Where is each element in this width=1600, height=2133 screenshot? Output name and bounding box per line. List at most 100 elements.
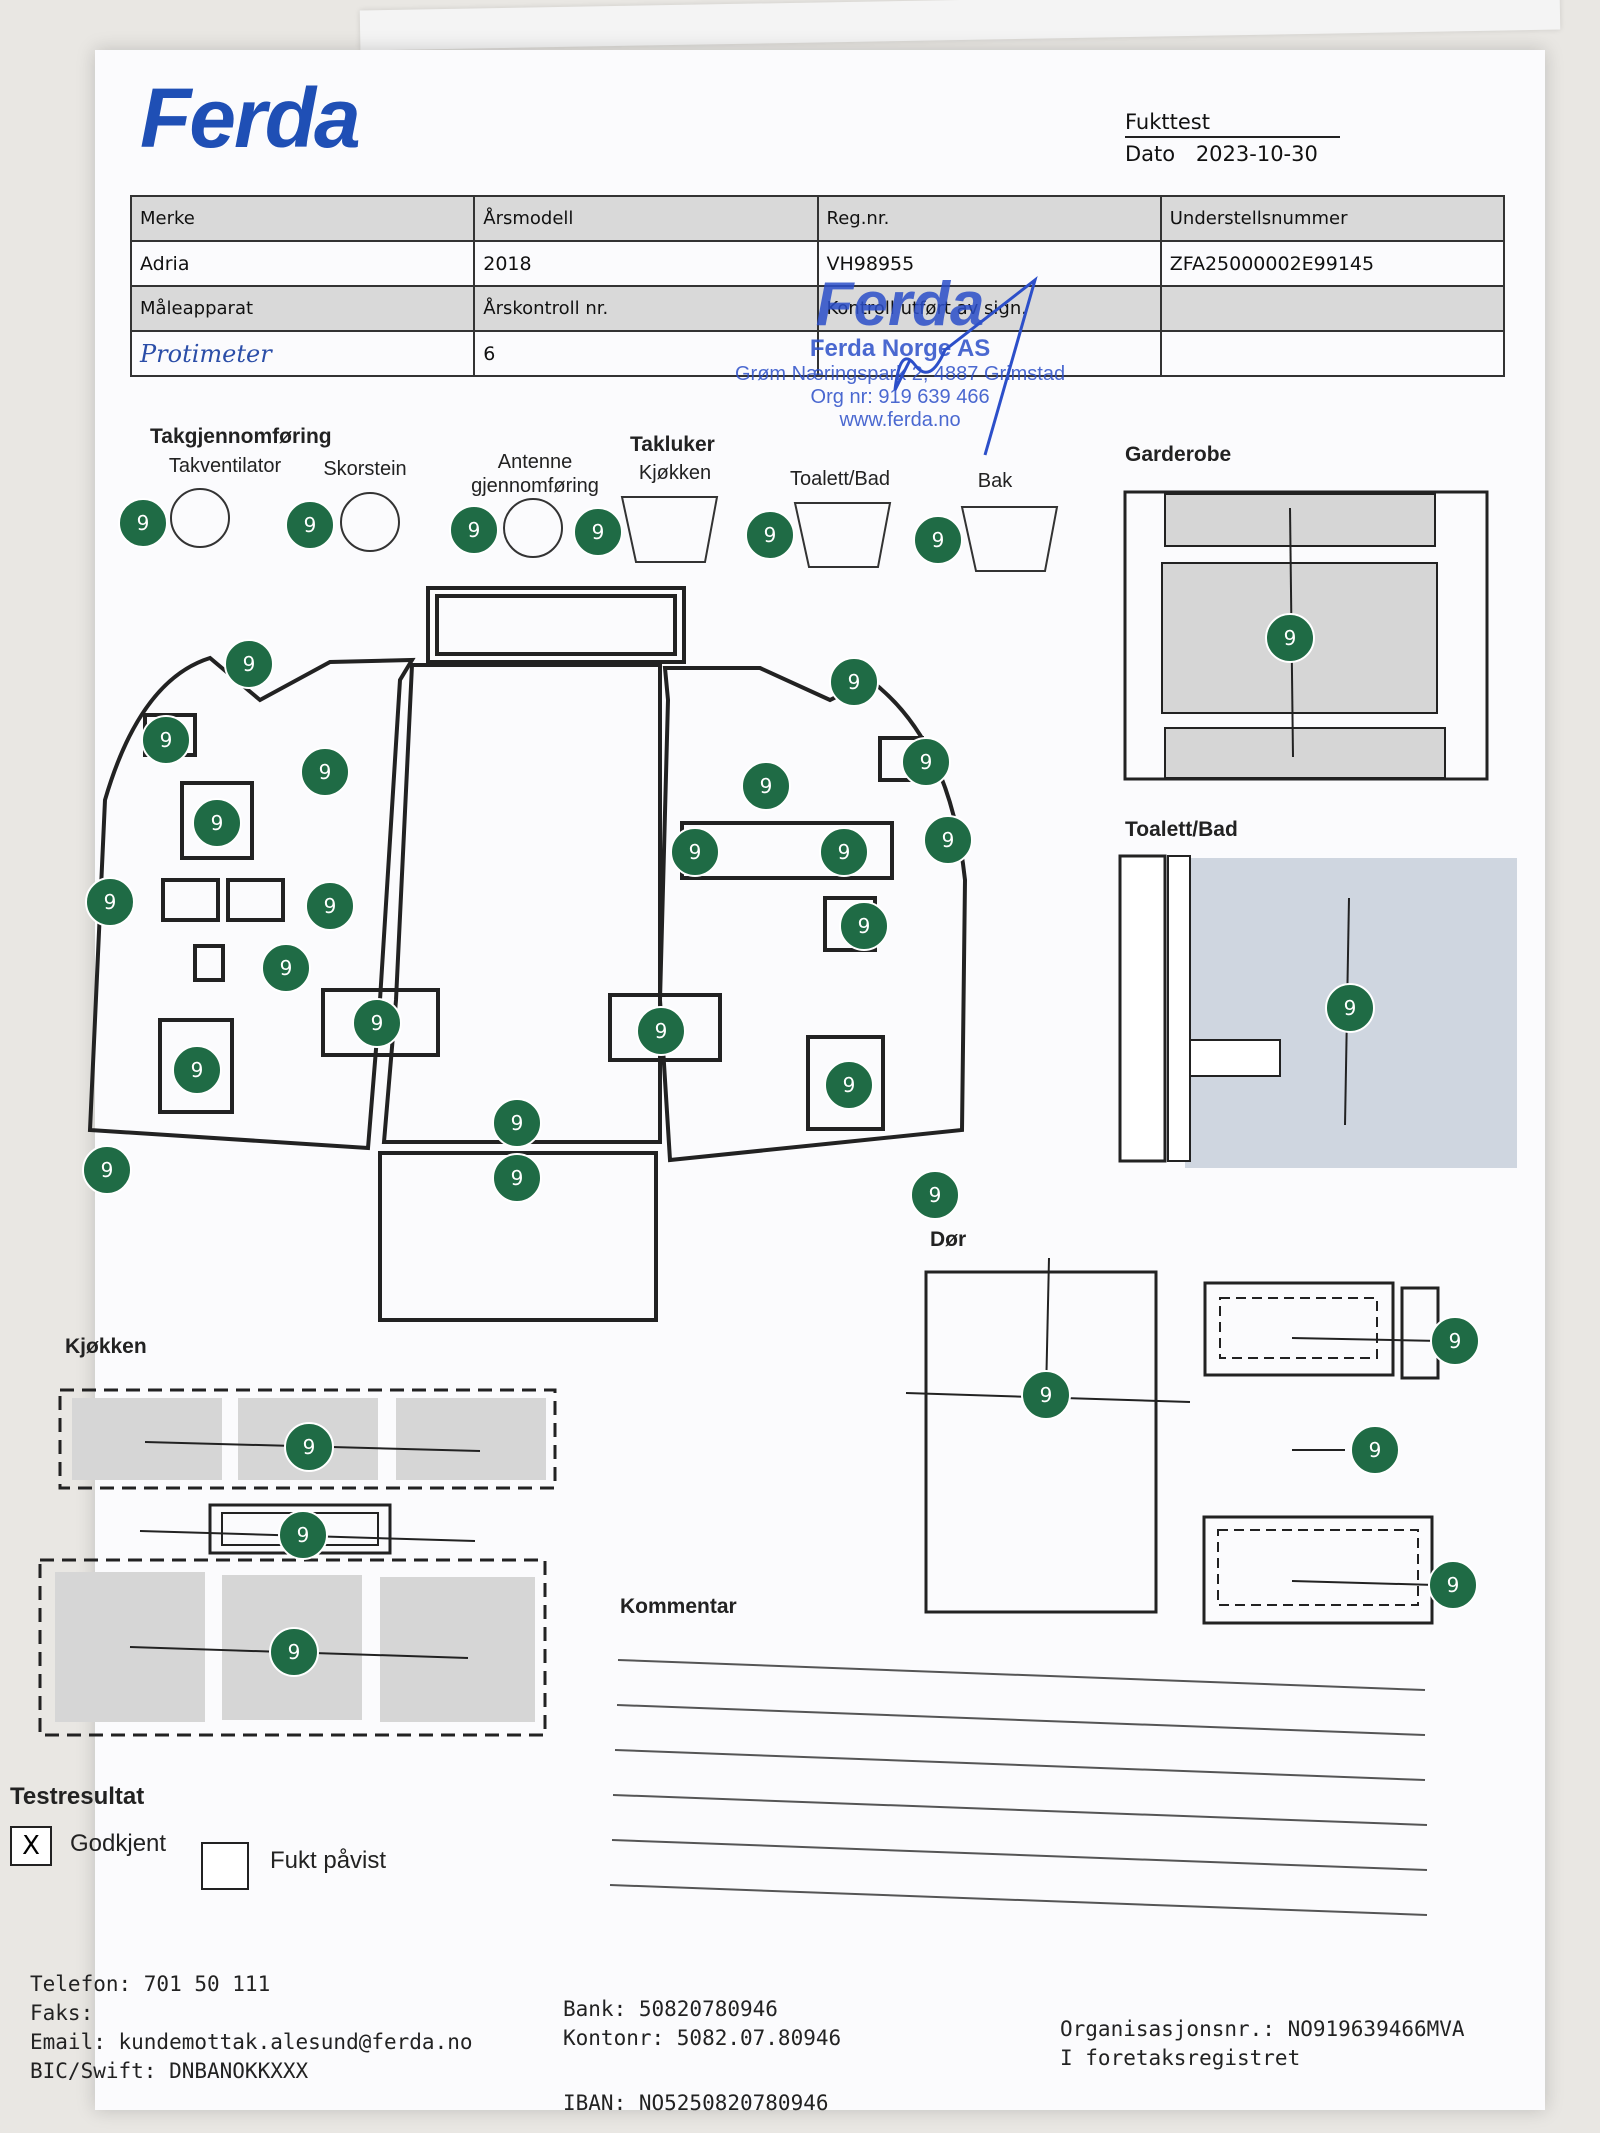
marker-circle [1325, 983, 1375, 1033]
measurement-marker: 9 [172, 1045, 222, 1095]
door-title: Dør [930, 1228, 967, 1251]
marker-circle [85, 877, 135, 927]
vehicle-info-table: Merke Årsmodell Reg.nr. Understellsnumme… [129, 195, 1506, 377]
marker-circle [913, 515, 963, 565]
measurement-marker: 9 [118, 498, 168, 548]
empty-cell-2 [1159, 330, 1506, 377]
footer-contact: Telefon: 701 50 111 Faks: Email: kundemo… [30, 1970, 473, 2086]
measurement-marker: 9 [819, 827, 869, 877]
footer-iban: IBAN: NO5250820780946 [563, 2091, 829, 2115]
marker-value: 9 [942, 828, 955, 852]
stamp-org: Org nr: 919 639 466 [810, 386, 990, 408]
marker-value: 9 [920, 750, 933, 774]
marker-circle [741, 761, 791, 811]
hatch-kitchen-icon [620, 496, 719, 563]
marker-value: 9 [243, 652, 256, 676]
marker-circle [261, 943, 311, 993]
marker-circle [352, 998, 402, 1048]
marker-circle [224, 639, 274, 689]
measurement-marker: 9 [1430, 1316, 1480, 1366]
measurement-marker: 9 [901, 737, 951, 787]
date-value: 2023-10-30 [1195, 142, 1318, 166]
measurement-marker: 9 [741, 761, 791, 811]
approved-checkbox[interactable]: X [10, 1826, 52, 1866]
marker-value: 9 [655, 1019, 668, 1043]
roof-vent-label: Takventilator [168, 455, 282, 477]
left-mid-box [321, 988, 440, 1057]
marker-value: 9 [929, 1183, 942, 1207]
measurement-marker: 9 [1428, 1560, 1478, 1610]
empty-cell [1159, 285, 1506, 332]
right-box [806, 1035, 885, 1131]
company-stamp: Ferda Ferda Norge AS Grøm Næringspark 2,… [735, 270, 1065, 432]
footer-org-nr: Organisasjonsnr.: NO919639466MVA [1060, 2017, 1465, 2041]
marker-value: 9 [592, 520, 605, 544]
reg-label: Reg.nr. [816, 195, 1162, 242]
marker-circle [824, 1060, 874, 1110]
annual-label: Årskontroll nr. [473, 285, 819, 332]
signature-mark [893, 275, 1038, 456]
hatch-bath-label: Toalett/Bad [789, 468, 891, 490]
marker-circle [910, 1170, 960, 1220]
footer-email: Email: kundemottak.alesund@ferda.no [30, 2030, 473, 2054]
marker-value: 9 [858, 914, 871, 938]
footer-bic: BIC/Swift: DNBANOKKXXX [30, 2059, 309, 2083]
approved-label: Godkjent [70, 1830, 167, 1857]
marker-value: 9 [101, 1158, 114, 1182]
measurement-marker: 9 [192, 798, 242, 848]
left-cabinet [180, 781, 254, 860]
measurement-marker: 9 [1350, 1425, 1400, 1475]
signature-cell [816, 330, 1162, 377]
reg-value: VH98955 [816, 240, 1162, 287]
marker-value: 9 [843, 1073, 856, 1097]
moisture-checkbox[interactable] [201, 1842, 249, 1890]
rear-box-outline [378, 1151, 658, 1322]
marker-value: 9 [1369, 1438, 1382, 1462]
measurement-marker: 9 [261, 943, 311, 993]
floor-plan [87, 586, 968, 1322]
marker-value: 9 [371, 1011, 384, 1035]
annual-value: 6 [473, 330, 819, 377]
footer-org: Organisasjonsnr.: NO919639466MVA I foret… [1060, 2015, 1465, 2073]
marker-value: 9 [511, 1111, 524, 1135]
measurement-marker: 9 [913, 515, 963, 565]
marker-circle [118, 498, 168, 548]
measurement-marker: 9 [224, 639, 274, 689]
measurement-marker: 9 [278, 1510, 328, 1560]
device-value: Protimeter [129, 330, 476, 377]
measurement-marker: 9 [352, 998, 402, 1048]
form-title: Fukttest [1125, 110, 1340, 138]
front-cab-outline [426, 586, 686, 664]
footer-account: Kontonr: 5082.07.80946 [563, 2026, 842, 2050]
marker-circle [492, 1098, 542, 1148]
measurement-marker: 9 [923, 815, 973, 865]
marker-circle [492, 1153, 542, 1203]
marker-circle [745, 510, 795, 560]
marker-circle [636, 1006, 686, 1056]
marker-circle [141, 715, 191, 765]
marker-value: 9 [304, 513, 317, 537]
stamp-logo: Ferda [815, 270, 985, 339]
left-vent-1 [161, 878, 220, 922]
marker-circle [284, 1422, 334, 1472]
comment-title: Kommentar [620, 1595, 737, 1618]
footer-bank: Bank: 50820780946 Kontonr: 5082.07.80946… [563, 1995, 841, 2118]
chassis-value: ZFA25000002E99145 [1159, 240, 1506, 287]
marker-circle [305, 881, 355, 931]
marker-circle [901, 737, 951, 787]
measurement-marker: 9 [573, 507, 623, 557]
performed-label: Kontroll utført av sign. [816, 285, 1162, 332]
marker-value: 9 [137, 511, 150, 535]
measurement-marker: 9 [300, 747, 350, 797]
wardrobe-title: Garderobe [1125, 443, 1232, 466]
model-year-label: Årsmodell [473, 195, 819, 242]
marker-value: 9 [160, 728, 173, 752]
footer-phone: Telefon: 701 50 111 [30, 1972, 271, 1996]
roof-section-title: Takgjennomføring [150, 425, 332, 448]
hatches-title: Takluker [630, 433, 715, 456]
marker-value: 9 [1449, 1329, 1462, 1353]
hatch-kitchen-label: Kjøkken [638, 462, 712, 484]
marker-value: 9 [324, 894, 337, 918]
marker-value: 9 [280, 956, 293, 980]
